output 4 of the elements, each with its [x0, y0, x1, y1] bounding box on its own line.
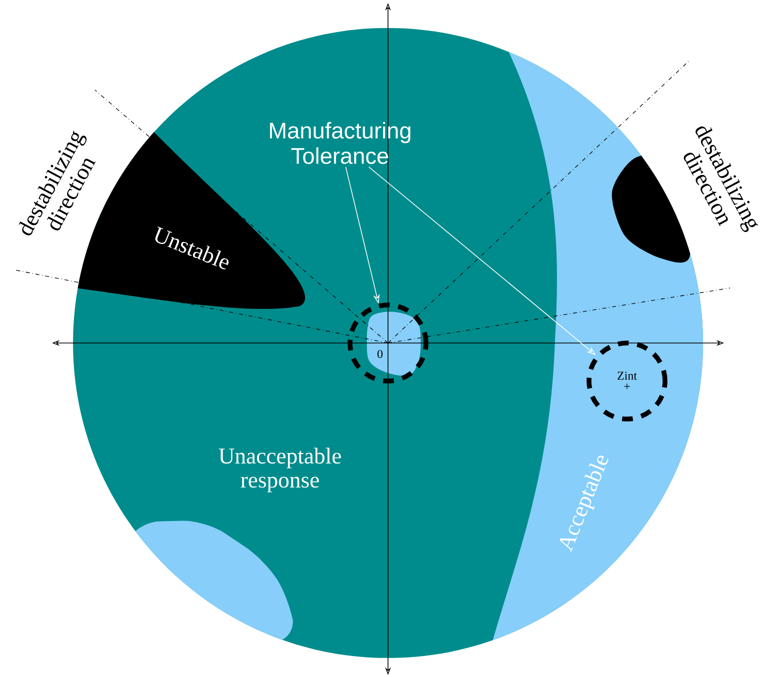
callout-text: Manufacturing Tolerance	[270, 122, 410, 164]
region-label: Unacceptable response	[218, 448, 341, 492]
origin-label: 0	[377, 350, 383, 358]
tolerance-circle	[348, 302, 428, 384]
